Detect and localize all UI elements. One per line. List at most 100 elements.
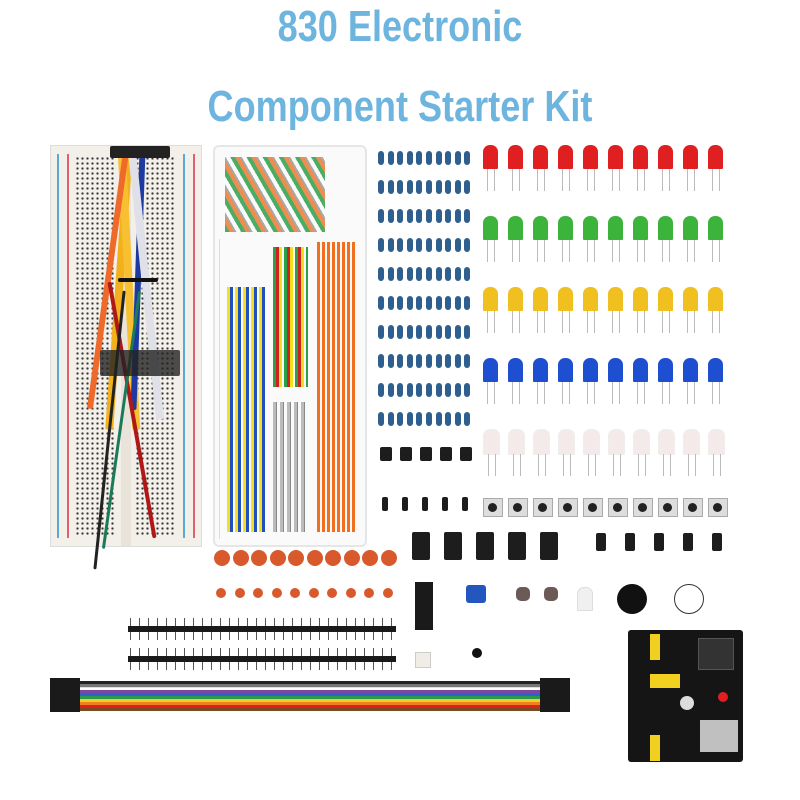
resistor-icon (464, 204, 471, 228)
led-icon (683, 429, 700, 476)
led-icon (633, 358, 648, 404)
ic-chip (415, 582, 433, 630)
push-button-icon (583, 498, 603, 517)
push-button-icon (608, 498, 628, 517)
resistor-icon (416, 291, 423, 315)
jumper-wire-bundle (80, 146, 190, 570)
resistor-icon (435, 175, 442, 199)
led-icon (558, 145, 573, 191)
resistor-icon (416, 146, 423, 170)
led-icon (608, 287, 623, 333)
led-icon (658, 287, 673, 333)
breadboard-power-module (628, 630, 743, 762)
led-icon (708, 287, 723, 333)
led-icon (558, 216, 573, 262)
resistor-icon (426, 204, 432, 228)
resistor-icon (378, 233, 384, 257)
resistor-icon (406, 204, 413, 228)
resistor-icon (426, 146, 432, 170)
led-icon (633, 429, 650, 476)
resistor-icon (426, 320, 432, 344)
led-icon (658, 216, 673, 262)
resistor-icon (397, 146, 404, 170)
resistor-icon (435, 233, 442, 257)
resistor-icon (387, 320, 394, 344)
ceramic-capacitor-icon (308, 588, 319, 598)
push-button-icon (483, 498, 503, 517)
push-button-row (483, 498, 728, 520)
resistor-icon (464, 407, 471, 431)
led-icon (608, 145, 623, 191)
led-icon (708, 429, 725, 476)
resistor-icon (426, 378, 432, 402)
resistor-icon (445, 291, 452, 315)
resistor-icon (454, 291, 461, 315)
resistor-icon (416, 262, 423, 286)
led-icon (633, 145, 648, 191)
resistor-icon (464, 175, 471, 199)
led-icon (608, 358, 623, 404)
ceramic-capacitor-icon (253, 588, 263, 598)
resistor-icon (397, 233, 404, 257)
resistor-icon (426, 407, 432, 431)
resistor-icon (378, 407, 384, 431)
led-icon (708, 358, 723, 404)
resistor-icon (454, 262, 461, 286)
led-icon (683, 287, 698, 333)
resistor-icon (416, 407, 423, 431)
resistor-icon (426, 233, 432, 257)
push-button-icon (508, 498, 528, 517)
title-line-1: 830 Electronic (277, 2, 523, 51)
resistor-icon (406, 291, 413, 315)
resistor-icon (464, 262, 471, 286)
resistor-icon (464, 146, 471, 170)
ceramic-capacitor-icon (269, 550, 286, 566)
ceramic-capacitor-icon (271, 588, 282, 598)
resistor-icon (387, 291, 394, 315)
led-icon (708, 145, 723, 191)
pin-header-1 (128, 626, 396, 632)
resistor-icon (454, 320, 461, 344)
ceramic-capacitor-icon (362, 550, 378, 566)
resistor-icon (464, 320, 471, 344)
resistor-icon (387, 175, 394, 199)
resistor-icon (435, 262, 442, 286)
led-icon (608, 216, 623, 262)
resistor-icon (454, 378, 461, 402)
resistor-icon (445, 175, 452, 199)
active-buzzer (674, 584, 704, 614)
potentiometer (466, 585, 486, 603)
photoresistor-1 (516, 587, 530, 601)
resistor-icon (464, 291, 471, 315)
ceramic-capacitor-icon (345, 588, 356, 598)
resistor-icon (426, 291, 432, 315)
led-icon (483, 216, 498, 262)
resistor-icon (435, 204, 442, 228)
resistor-icon (378, 291, 384, 315)
rgb-led (577, 587, 593, 611)
photoresistor-2 (544, 587, 558, 601)
ceramic-capacitor-icon (234, 588, 245, 598)
resistor-icon (454, 175, 461, 199)
resistor-icon (406, 146, 413, 170)
led-icon (533, 358, 548, 404)
electrolytic-capacitors-small (596, 533, 726, 563)
resistor-icon (406, 262, 413, 286)
resistor-icon (435, 146, 442, 170)
resistor-icon (406, 407, 413, 431)
resistor-icon (406, 378, 413, 402)
title-line-2: Component Starter Kit (207, 82, 593, 131)
led-icon (708, 216, 723, 262)
resistor-icon (445, 378, 452, 402)
resistor-icon (445, 204, 452, 228)
passive-buzzer (617, 584, 647, 614)
resistor-icon (378, 204, 384, 228)
resistor-icon (426, 262, 432, 286)
led-icon (483, 287, 498, 333)
resistor-icon (454, 233, 461, 257)
resistor-icon (426, 175, 432, 199)
resistor-icon (387, 204, 394, 228)
ceramic-capacitor-icon (290, 588, 300, 598)
resistor-icon (454, 349, 461, 373)
resistor-icon (406, 175, 413, 199)
